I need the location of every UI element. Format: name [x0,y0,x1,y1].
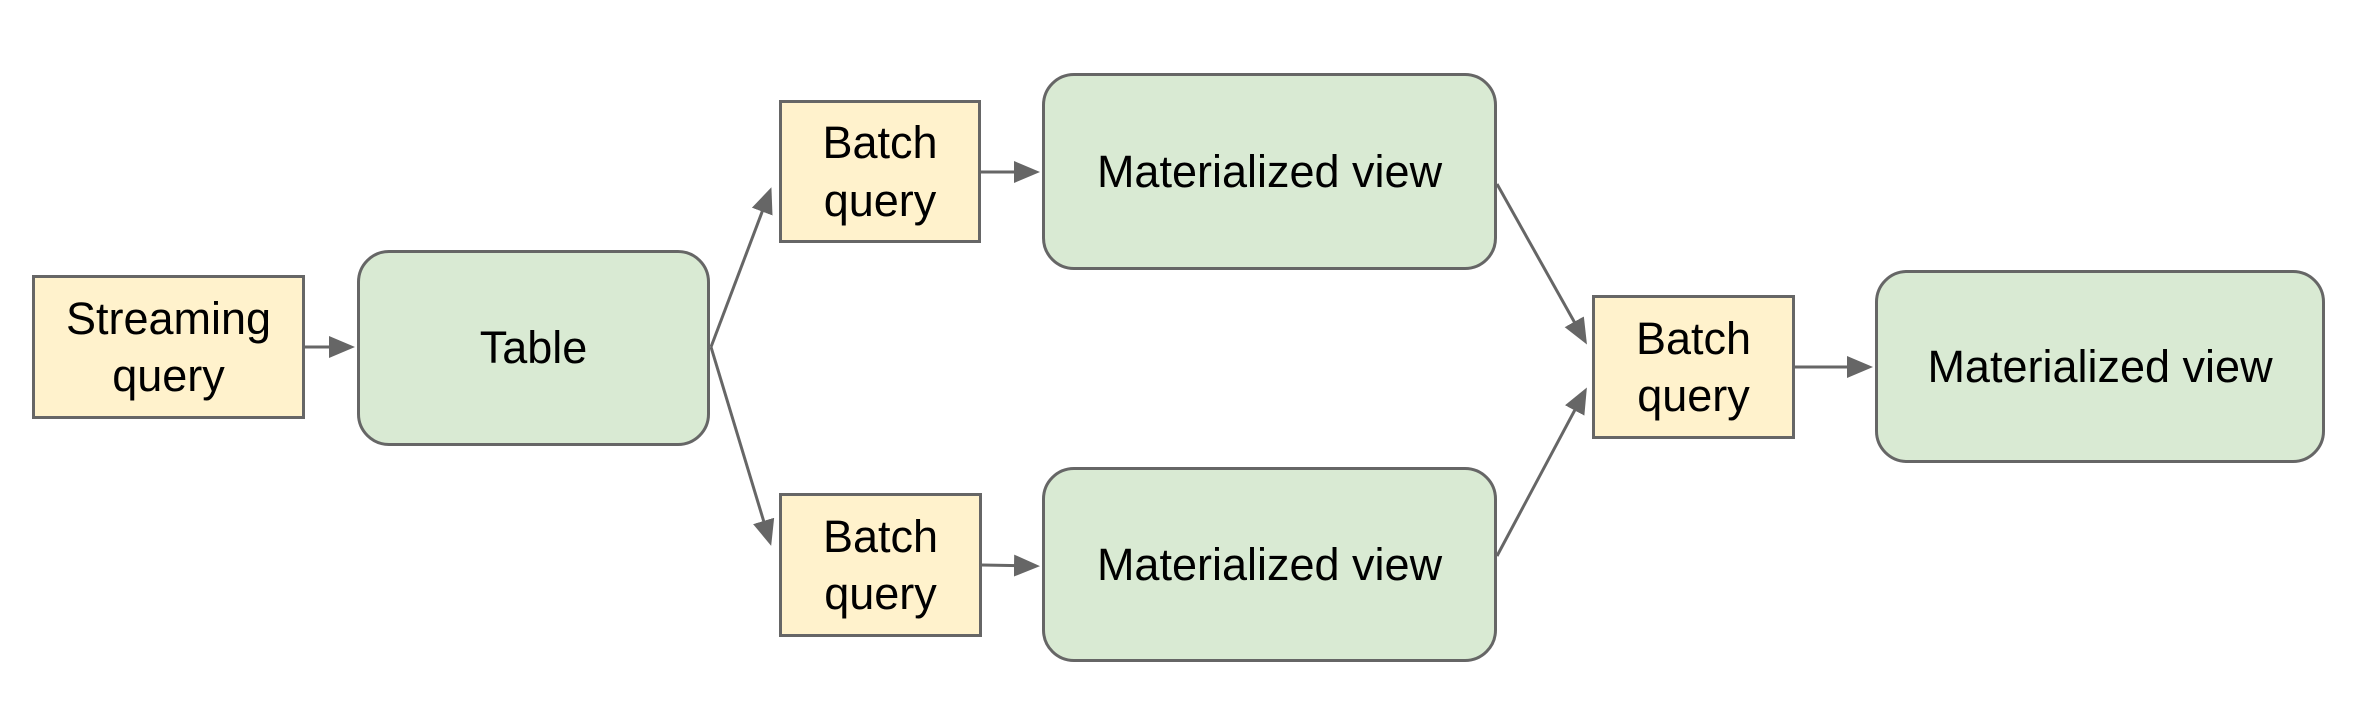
edge-mv-top-to-batch-right [1495,183,1587,345]
node-streaming-query-label: Streaming query [65,292,272,401]
node-materialized-view-right-label: Materialized view [1927,340,2273,392]
edge-table-to-batch-top [709,187,773,348]
node-batch-query-bottom-label: Batch query [822,510,939,619]
node-table: Table [357,250,710,446]
node-batch-query-right: Batch query [1592,295,1795,439]
node-table-label: Table [479,322,588,374]
node-batch-query-bottom: Batch query [779,493,982,637]
node-materialized-view-bottom-label: Materialized view [1096,538,1443,590]
node-materialized-view-top-label: Materialized view [1096,145,1443,197]
edge-table-to-batch-bottom [709,346,775,546]
node-materialized-view-right: Materialized view [1875,270,2325,463]
edge-mv-bottom-to-batch-right [1495,387,1587,557]
node-materialized-view-bottom: Materialized view [1042,467,1497,662]
edge-batch-bottom-to-mv-bottom [981,554,1040,577]
node-batch-query-top-label: Batch query [822,117,938,226]
node-batch-query-top: Batch query [779,100,981,243]
node-materialized-view-top: Materialized view [1042,73,1497,270]
node-streaming-query: Streaming query [32,275,305,419]
node-batch-query-right-label: Batch query [1635,312,1752,421]
